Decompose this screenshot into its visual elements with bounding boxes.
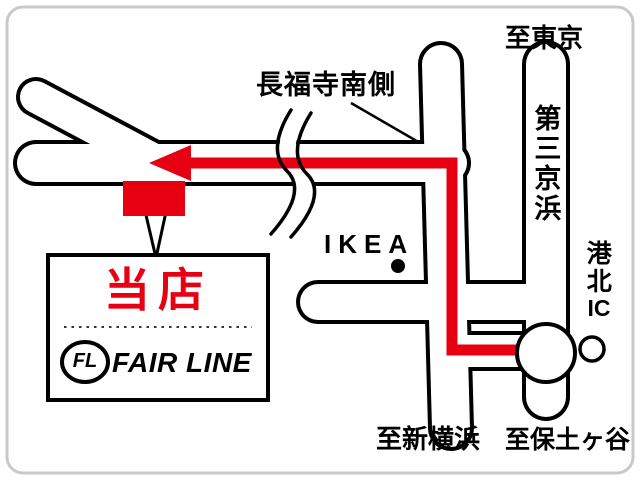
- route-line: [186, 157, 545, 356]
- store-marker: [123, 181, 185, 216]
- road-fork-branch: [20, 81, 176, 179]
- logo-text: FAIR LINE: [112, 347, 252, 378]
- label-kohoku: 港北: [583, 240, 612, 296]
- label-to-tokyo: 至東京: [504, 23, 583, 53]
- ic-stub-circle: [578, 335, 606, 363]
- label-ic: IC: [587, 295, 611, 321]
- logo-ellipse: [60, 340, 110, 384]
- label-ikea: IKEA: [324, 229, 415, 259]
- label-daisan-keihin: 第三京浜: [530, 104, 561, 224]
- label-our-shop: 当店: [104, 264, 212, 316]
- kohoku-ic-circle: [515, 322, 577, 384]
- route-arrowhead: [149, 145, 191, 181]
- leader-line: [350, 101, 428, 149]
- label-chofukuji-minamigawa: 長福寺南側: [256, 70, 396, 100]
- road-break-wave-left: [269, 108, 297, 236]
- ikea-dot: [391, 259, 405, 273]
- label-to-shin-yokohama: 至新横浜: [376, 424, 481, 454]
- road-center-vertical: [422, 45, 470, 447]
- road-break-gap: [274, 106, 313, 241]
- map-border: [5, 5, 635, 475]
- logo-monogram: FL: [72, 350, 98, 372]
- road-break-wave-right: [289, 111, 317, 239]
- label-to-hodogaya: 至保土ヶ谷: [505, 426, 631, 454]
